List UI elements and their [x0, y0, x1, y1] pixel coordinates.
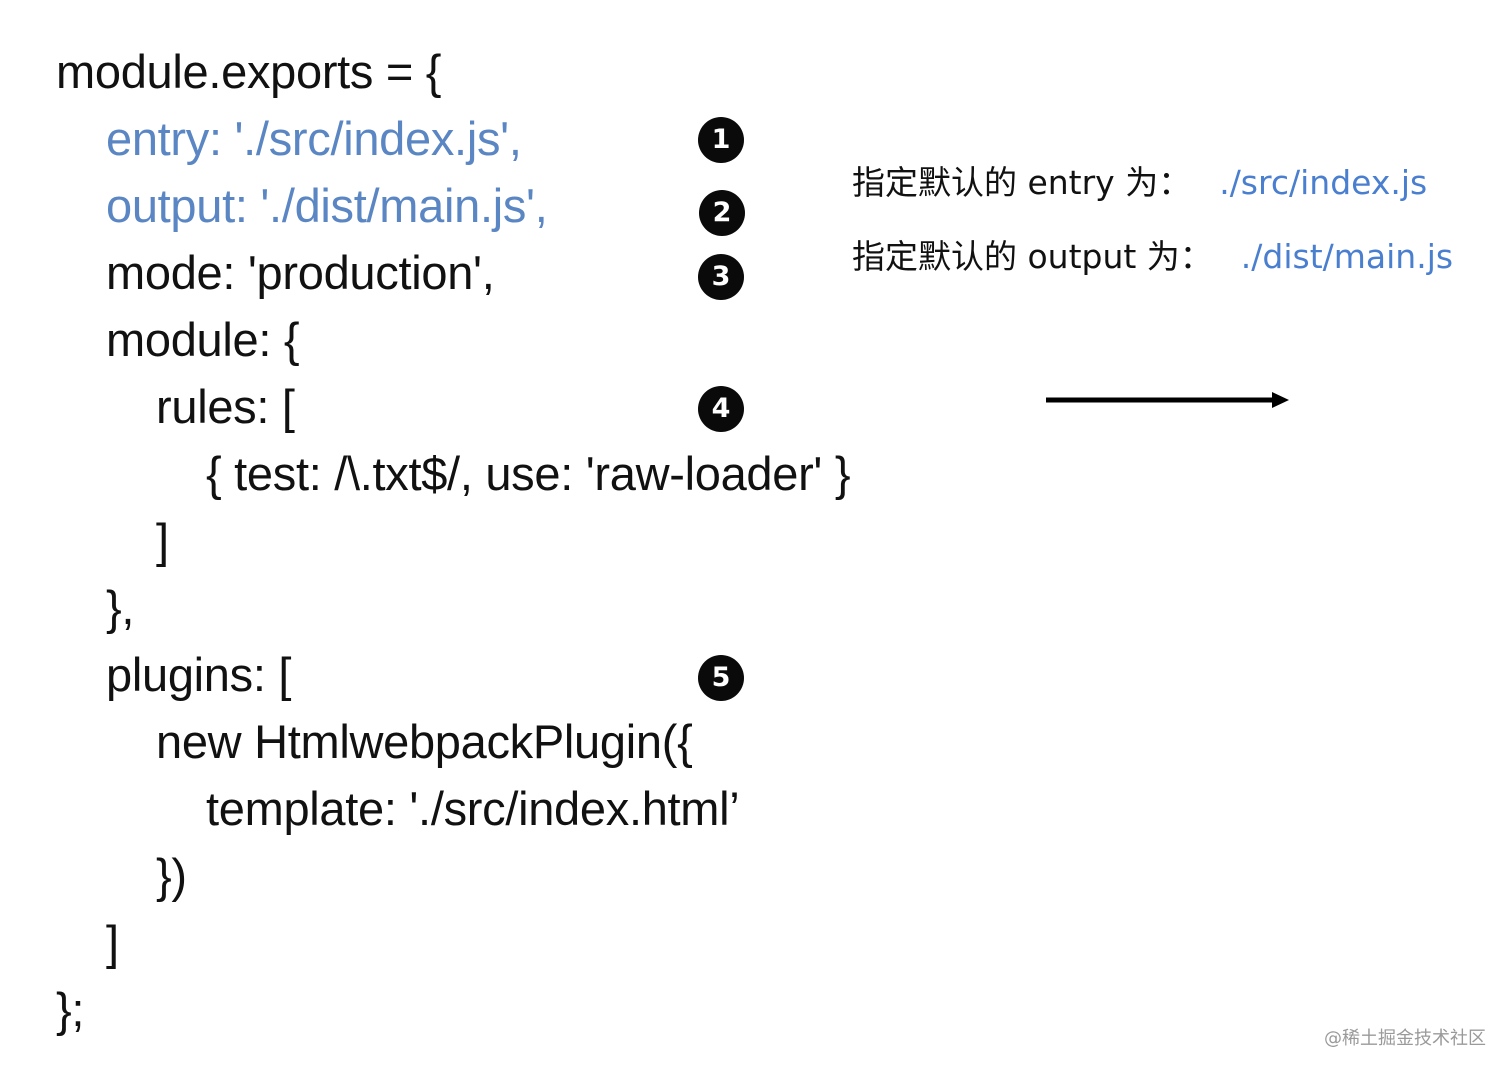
code-line-template: template: './src/index.html’: [206, 782, 740, 835]
code-line-module-close: },: [106, 581, 135, 634]
badge-1: 1: [698, 117, 744, 163]
code-line-exports-close: };: [56, 983, 85, 1036]
code-line-rules: rules: [: [156, 380, 295, 433]
code-line-plugin-new: new HtmlwebpackPlugin({: [156, 715, 693, 768]
code-line-rules-close: ]: [156, 514, 169, 567]
note-entry-path: ./src/index.js: [1219, 163, 1428, 202]
code-line-output: output: './dist/main.js',: [106, 179, 548, 232]
note-entry-label: 指定默认的 entry 为：: [851, 163, 1192, 202]
note-entry: 指定默认的 entry 为： ./src/index.js: [810, 123, 1427, 243]
badge-4: 4: [698, 386, 744, 432]
code-line-module: module: {: [106, 313, 300, 366]
badge-2: 2: [699, 190, 745, 236]
note-output-label: 指定默认的 output 为：: [851, 237, 1213, 276]
right-arrow-icon: [1046, 392, 1289, 408]
code-line-plugins: plugins: [: [106, 648, 292, 701]
code-line-mode: mode: 'production',: [106, 246, 495, 299]
code-line-rule-item: { test: /\.txt$/, use: 'raw-loader' }: [206, 447, 851, 500]
watermark: @稀土掘金技术社区: [1324, 1028, 1486, 1049]
note-output-path: ./dist/main.js: [1240, 237, 1454, 276]
code-line-plugin-close: }): [156, 849, 187, 902]
code-line-entry: entry: './src/index.js',: [106, 112, 522, 165]
code-line-plugins-close: ]: [106, 916, 119, 969]
note-output: 指定默认的 output 为： ./dist/main.js: [810, 197, 1453, 317]
badge-3: 3: [698, 254, 744, 300]
badge-5: 5: [698, 655, 744, 701]
code-line-1: module.exports = {: [56, 45, 442, 98]
